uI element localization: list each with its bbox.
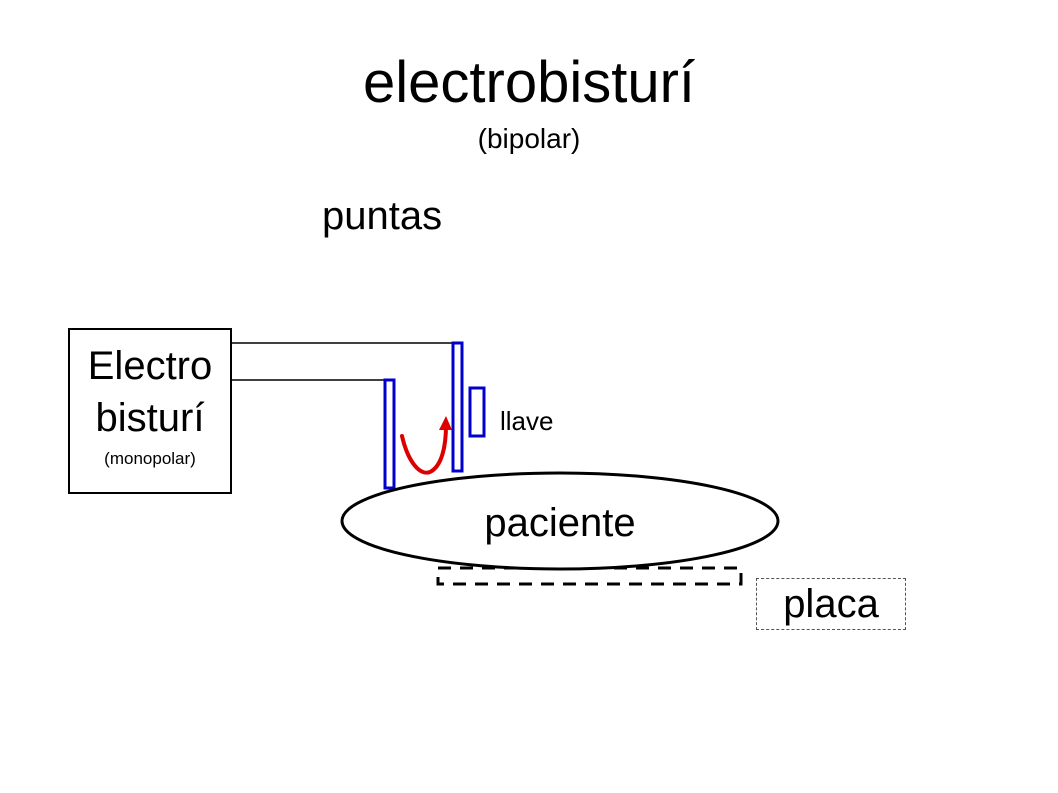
electrode-left <box>383 378 396 490</box>
plate-label-box <box>756 578 906 630</box>
page-title: electrobisturí <box>362 50 696 115</box>
device-label-line1: Electro <box>87 344 213 388</box>
current-arc <box>400 423 448 475</box>
device-label-line2: bisturí <box>95 396 205 440</box>
patient-ellipse <box>340 471 780 571</box>
switch-button <box>468 386 486 438</box>
plate-outline <box>436 566 743 586</box>
device-box <box>68 328 232 494</box>
tips-label: puntas <box>322 194 443 238</box>
page-subtitle: (bipolar) <box>477 123 581 154</box>
plate-label: placa <box>783 582 879 626</box>
patient-label: paciente <box>484 501 636 545</box>
switch-label: llave <box>500 406 554 436</box>
current-arrowhead <box>439 416 452 430</box>
electrode-right <box>451 341 464 473</box>
device-label-line3: (monopolar) <box>104 449 196 468</box>
